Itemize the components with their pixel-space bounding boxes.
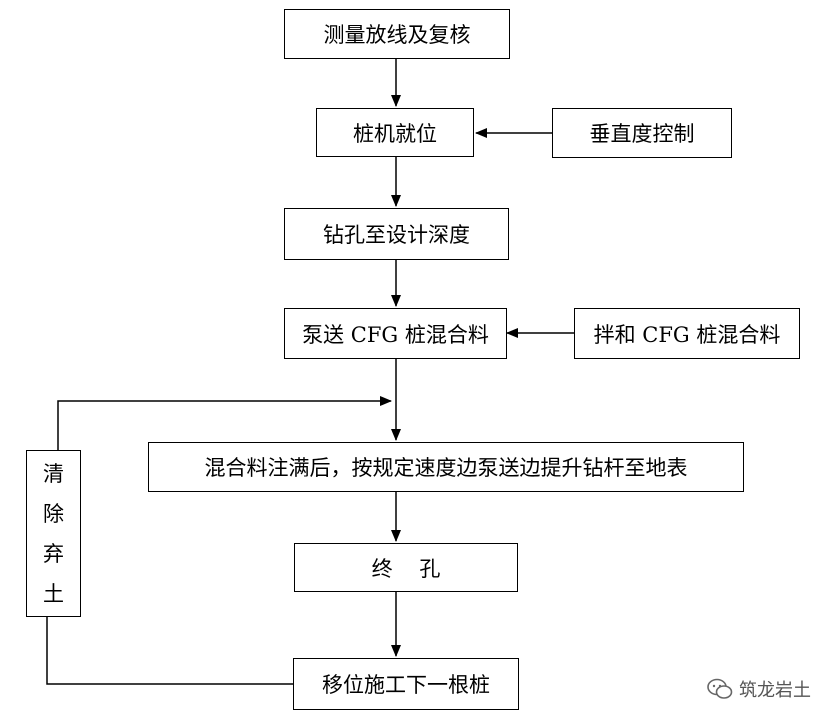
- step-clear-soil: 清 除 弃 土: [26, 450, 81, 617]
- wechat-icon: [707, 678, 733, 699]
- step-mix: 拌和 CFG 桩混合料: [574, 308, 800, 359]
- clear-soil-char: 土: [43, 581, 64, 606]
- step-rig-position: 桩机就位: [316, 108, 474, 157]
- step-drill: 钻孔至设计深度: [284, 208, 509, 260]
- clear-soil-char: 除: [43, 501, 64, 526]
- step-end-hole: 终 孔: [294, 543, 518, 592]
- step-vertical-control: 垂直度控制: [552, 108, 732, 158]
- step-pump: 泵送 CFG 桩混合料: [284, 308, 507, 359]
- clear-soil-char: 清: [43, 461, 64, 486]
- loop-move-to-clear: [46, 617, 293, 685]
- step-survey: 测量放线及复核: [284, 9, 510, 59]
- watermark: 筑龙岩土: [707, 676, 811, 702]
- watermark-text: 筑龙岩土: [739, 680, 811, 701]
- clear-soil-char: 弃: [43, 541, 64, 566]
- step-move-next: 移位施工下一根桩: [293, 658, 519, 710]
- loop-clear-to-main: [57, 396, 392, 450]
- step-fill-lift: 混合料注满后，按规定速度边泵送边提升钻杆至地表: [148, 442, 744, 492]
